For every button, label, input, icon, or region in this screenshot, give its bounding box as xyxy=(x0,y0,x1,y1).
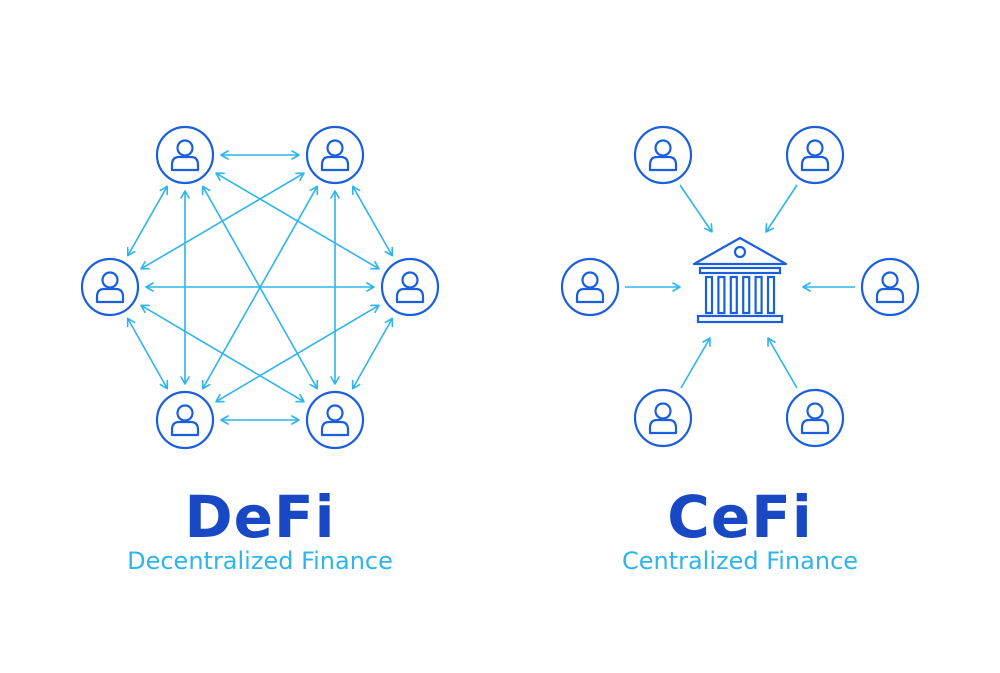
defi-network xyxy=(80,125,440,450)
cefi-user-node-left xyxy=(560,257,620,317)
bank-icon xyxy=(692,236,788,324)
cefi-arrow-3 xyxy=(767,337,798,389)
defi-arrow-10 xyxy=(215,304,380,403)
cefi-user-node-bottom-right xyxy=(785,388,845,448)
user-icon xyxy=(648,402,678,435)
defi-user-node-bottom-left xyxy=(155,390,215,450)
user-icon xyxy=(875,271,905,304)
cefi-subtitle: Centralized Finance xyxy=(621,547,859,575)
cefi-title: CeFi xyxy=(667,483,813,551)
user-icon xyxy=(395,271,425,304)
defi-arrow-14 xyxy=(126,317,169,390)
defi-user-node-top-right xyxy=(305,125,365,185)
cefi-user-node-bottom-left xyxy=(633,388,693,448)
user-icon xyxy=(320,404,350,437)
user-icon xyxy=(170,404,200,437)
defi-arrow-8 xyxy=(140,172,305,270)
cefi-arrow-0 xyxy=(679,184,713,233)
cefi-user-node-right xyxy=(860,257,920,317)
defi-user-node-bottom-right xyxy=(305,390,365,450)
user-icon xyxy=(575,271,605,304)
defi-user-node-left xyxy=(80,257,140,317)
defi-arrow-13 xyxy=(140,304,305,403)
defi-arrow-9 xyxy=(351,317,394,390)
user-icon xyxy=(320,139,350,172)
user-icon xyxy=(95,271,125,304)
cefi-network xyxy=(560,125,920,448)
cefi-arrow-1 xyxy=(765,184,798,233)
defi-title: DeFi xyxy=(184,483,336,551)
user-icon xyxy=(170,139,200,172)
defi-subtitle: Decentralized Finance xyxy=(127,547,393,575)
cefi-arrow-4 xyxy=(680,337,711,389)
cefi-user-node-top-left xyxy=(633,125,693,185)
user-icon xyxy=(648,139,678,172)
cefi-user-node-top-right xyxy=(785,125,845,185)
user-icon xyxy=(800,402,830,435)
user-icon xyxy=(800,139,830,172)
defi-user-node-top-left xyxy=(155,125,215,185)
defi-arrow-5 xyxy=(351,185,394,257)
defi-user-node-right xyxy=(380,257,440,317)
defi-arrow-4 xyxy=(126,185,169,257)
